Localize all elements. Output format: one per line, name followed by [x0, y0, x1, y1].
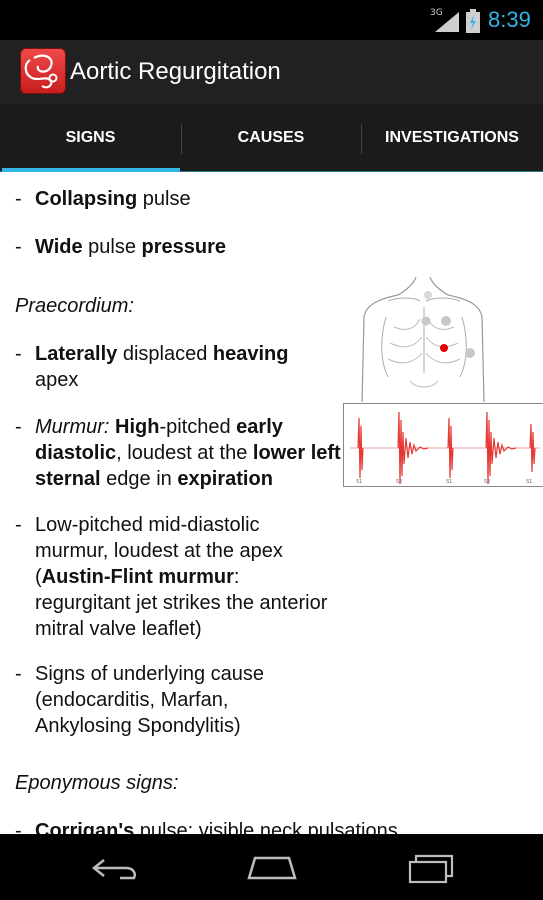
battery-icon: [466, 9, 480, 33]
signs-content[interactable]: - Collapsing pulse - Wide pulse pressure…: [0, 172, 543, 834]
tab-label: CAUSES: [237, 129, 305, 146]
item-text: -pitched: [159, 416, 237, 438]
emphasis: Collapsing: [35, 188, 138, 210]
emphasis: lower left sternal: [35, 442, 341, 490]
emphasis: High: [115, 416, 160, 438]
tab-divider: [361, 124, 362, 154]
emphasis: Austin-Flint murmur: [41, 566, 234, 588]
item-text: pulse: [82, 236, 142, 258]
tab-signs[interactable]: SIGNS: [0, 104, 181, 172]
tab-label: INVESTIGATIONS: [385, 129, 519, 146]
clock: 8:39: [488, 7, 531, 32]
chest-diagram: [361, 277, 485, 402]
bullet-dash: -: [15, 236, 22, 258]
tab-causes[interactable]: CAUSES: [181, 104, 361, 172]
bullet-dash: -: [15, 343, 22, 365]
apex-marker: [440, 344, 448, 352]
ecg-label: S1: [446, 479, 452, 485]
item-text: : regurgitant jet strikes the anterior m…: [35, 566, 328, 640]
bullet-dash: -: [15, 416, 22, 438]
emphasis: Laterally: [35, 343, 118, 365]
tab-underline: [0, 171, 543, 172]
section-heading-eponymous: Eponymous signs:: [15, 772, 179, 794]
emphasis: Wide: [35, 236, 83, 258]
selected-tab-indicator: [2, 168, 180, 173]
item-text: Low-pitched mid-diastolic murmur, loudes…: [35, 514, 283, 588]
emphasis: heaving: [212, 343, 289, 365]
emphasis: Corrigan's: [35, 820, 135, 834]
item-text: apex: [35, 369, 79, 391]
tab-investigations[interactable]: INVESTIGATIONS: [361, 104, 543, 172]
ecg-label: S2: [484, 479, 490, 485]
tab-bar: SIGNS CAUSES INVESTIGATIONS: [0, 104, 543, 173]
emphasis: pressure: [141, 236, 227, 258]
stethoscope-icon[interactable]: [20, 48, 66, 94]
emphasis: early diastolic: [35, 416, 283, 464]
tab-divider: [181, 124, 182, 154]
page-title: Aortic Regurgitation: [70, 58, 281, 85]
emphasis-italic: Murmur:: [35, 416, 110, 438]
ecg-label: S1: [526, 479, 532, 485]
action-bar: Aortic Regurgitation: [0, 40, 543, 104]
ecg-label: S2: [396, 479, 402, 485]
signal-icon: [435, 12, 459, 32]
emphasis: expiration: [177, 468, 273, 490]
section-heading-praecordium: Praecordium:: [15, 295, 134, 317]
item-text: edge in: [100, 468, 178, 490]
item-text: pulse: [137, 188, 191, 210]
item-text: Signs of underlying cause (endocarditis,…: [35, 663, 265, 737]
network-type: 3G: [430, 8, 443, 18]
item-text: , loudest at the: [116, 442, 253, 464]
ecg-label: S1: [356, 479, 362, 485]
home-icon[interactable]: [245, 854, 299, 882]
tab-label: SIGNS: [65, 129, 116, 146]
bullet-dash: -: [15, 820, 22, 834]
item-text: pulse: visible neck pulsations: [134, 820, 398, 834]
phonocardiogram: S1 S2 S1 S2 S1: [343, 403, 543, 487]
recents-icon[interactable]: [406, 854, 456, 884]
navigation-bar: [0, 834, 543, 900]
back-icon[interactable]: [90, 854, 140, 882]
bullet-dash: -: [15, 514, 22, 536]
item-text: displaced: [117, 343, 213, 365]
status-bar: 3G 8:39: [0, 0, 543, 40]
bullet-dash: -: [15, 188, 22, 210]
bullet-dash: -: [15, 663, 22, 685]
